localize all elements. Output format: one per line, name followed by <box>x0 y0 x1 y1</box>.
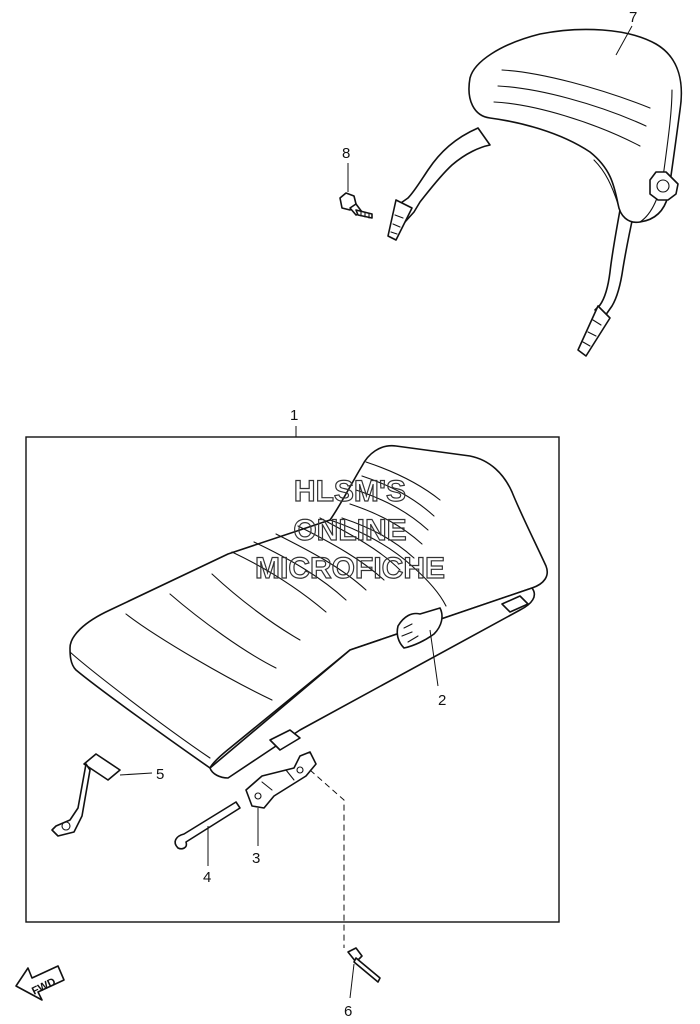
watermark-line-3: MICROFICHE <box>255 552 445 585</box>
callout-5: 5 <box>156 766 164 783</box>
seat-cushion <box>69 444 548 779</box>
watermark-line-2: ONLINE <box>293 514 406 547</box>
bolt-part-8: 8 <box>339 145 373 219</box>
callout-1: 1 <box>290 407 298 424</box>
callout-4: 4 <box>203 869 211 886</box>
backrest-assembly: 7 <box>387 9 683 357</box>
watermark-line-1: HLSM'S <box>294 475 406 508</box>
forward-direction-arrow: FWD <box>15 965 65 1001</box>
seat-kit-frame: 1 <box>25 407 560 923</box>
leader-part-2: 2 <box>429 629 446 709</box>
callout-8: 8 <box>342 145 350 162</box>
bolt-part-6: 6 <box>309 769 381 1020</box>
callout-3: 3 <box>252 850 260 867</box>
callout-7: 7 <box>629 9 637 26</box>
rod-part-4: 4 <box>174 801 241 886</box>
bracket-part-3: 3 <box>245 751 317 867</box>
callout-6: 6 <box>344 1003 352 1020</box>
callout-2: 2 <box>438 692 446 709</box>
seat-stay-part-5: 5 <box>51 753 164 837</box>
watermark: HLSM'S ONLINE MICROFICHE <box>254 474 445 585</box>
